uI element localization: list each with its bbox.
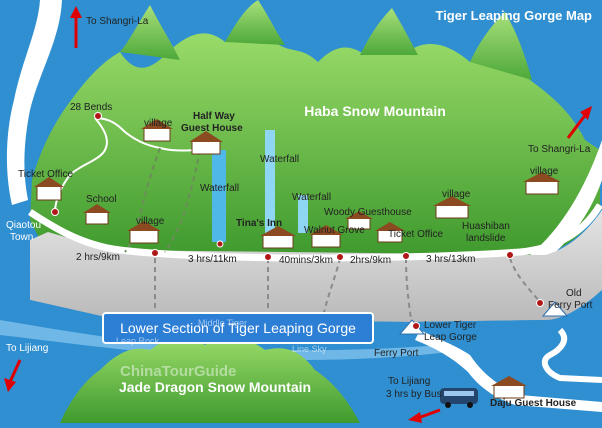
waterfall-halfway [212,150,226,242]
trail-dashed-1 [124,147,161,253]
marker-40mins [336,253,344,261]
road-to-daju [415,330,602,412]
label-middle-tiger: Middle Tiger [198,318,247,328]
label-to-lijiang-bus-2: 3 hrs by Bus [386,389,442,400]
label-to-lijiang-left: To Lijiang [6,343,48,354]
watermark-text: ChinaTourGuide [120,363,236,380]
river-highlight [0,320,450,360]
markers [51,112,544,330]
house-school [83,204,111,225]
house-daju [491,376,527,399]
arrow-to-lijiang-left-icon [4,359,22,392]
label-woody: Woody Guesthouse [324,207,412,218]
marker-waterfall [216,240,224,248]
marker-huashiban [506,251,514,259]
distance-1: 2 hrs/9km [76,252,120,263]
label-to-shangrila-right: To Shangri-La [528,144,591,155]
peak-3 [360,8,418,55]
label-old-ferry-2: Ferry Port [548,300,593,311]
high-road-trail [28,203,602,262]
arrow-to-shangrila-top-icon [70,6,82,48]
marker-28-bends [94,112,102,120]
peak-2 [225,0,285,45]
map-title: Tiger Leaping Gorge Map [435,8,592,23]
label-halfway-2: Guest House [181,123,243,134]
jade-dragon-mountain-range [60,335,360,423]
trail-dashed-7 [509,257,541,303]
label-line-sky: Line Sky [292,344,327,354]
distance-3: 40mins/3km [279,255,333,266]
marker-old-ferry [536,299,544,307]
house-village-upper [141,119,173,142]
label-school: School [86,194,117,205]
ferry-road [541,327,602,383]
label-to-shangrila-top: To Shangri-La [86,16,149,27]
distance-5: 3 hrs/13km [426,254,475,265]
label-old-ferry-1: Old [566,288,582,299]
label-ferry-port: Ferry Port [374,348,419,359]
label-village-lower: village [136,216,165,227]
label-waterfall-3: Waterfall [292,192,331,203]
label-waterfall-2: Waterfall [260,154,299,165]
arrow-to-lijiang-bus-icon [408,408,441,423]
label-lower-tiger-2: Leap Gorge [424,332,477,343]
house-woody [345,211,373,230]
bus-icon [440,388,478,408]
label-village-mid: village [442,189,471,200]
old-ferry-boat-icon [541,301,569,317]
waterfall-walnut [298,195,308,233]
distance-4: 2hrs/9km [350,255,391,266]
label-lower-tiger-1: Lower Tiger [424,320,477,331]
label-tinas-inn: Tina's Inn [236,218,282,229]
waterfall-tinas [265,130,275,238]
banner-text: Lower Section of Tiger Leaping Gorge [120,320,356,336]
marker-2hrs [151,249,159,257]
haba-mountain-label: Haba Snow Mountain [304,103,446,119]
house-village-right [523,172,561,195]
river-left [6,0,63,205]
label-walnut: Walnut Grove [304,225,365,236]
label-28-bends: 28 Bends [70,102,112,113]
label-qiaotou-2: Town [10,232,33,243]
label-to-lijiang-bus-1: To Lijiang [388,376,430,387]
house-walnut-grove [309,225,343,248]
haba-mountain-range [30,29,600,256]
house-halfway [189,131,223,155]
peak-1 [120,5,180,60]
arrow-to-shangrila-right-icon [566,106,592,139]
lower-section-banner: Lower Section of Tiger Leaping Gorge [102,312,374,344]
marker-lower-tiger [412,322,420,330]
label-halfway-1: Half Way [193,111,235,122]
label-village-upper: village [144,118,173,129]
peak-4 [470,12,532,80]
jade-mountain-label: Jade Dragon Snow Mountain [119,379,311,395]
label-ticket-office-right: Ticket Office [388,229,443,240]
marker-tinas [264,253,272,261]
gorge-cliff-band [30,210,602,322]
house-ticket-office-left [34,177,64,201]
distance-2: 3 hrs/11km [188,254,237,265]
house-ticket-office-right [375,222,405,243]
label-leap-rock: Leap Rock [116,336,160,346]
label-waterfall-1: Waterfall [200,183,239,194]
label-huashiban-1: Huashiban [462,221,510,232]
marker-ticket-office [51,208,59,216]
house-village-lower [127,221,161,244]
label-ticket-office-left: Ticket Office [18,169,73,180]
marker-3hrs [402,252,410,260]
label-qiaotou-1: Qiaotou [6,220,41,231]
label-huashiban-2: landslide [466,233,506,244]
house-tinas-inn [260,226,296,249]
label-village-right: village [530,166,559,177]
trail-dashed-2 [164,149,201,253]
label-daju: Daju Guest House [490,398,577,409]
trail-halfway [94,117,201,152]
house-village-mid [433,196,471,219]
